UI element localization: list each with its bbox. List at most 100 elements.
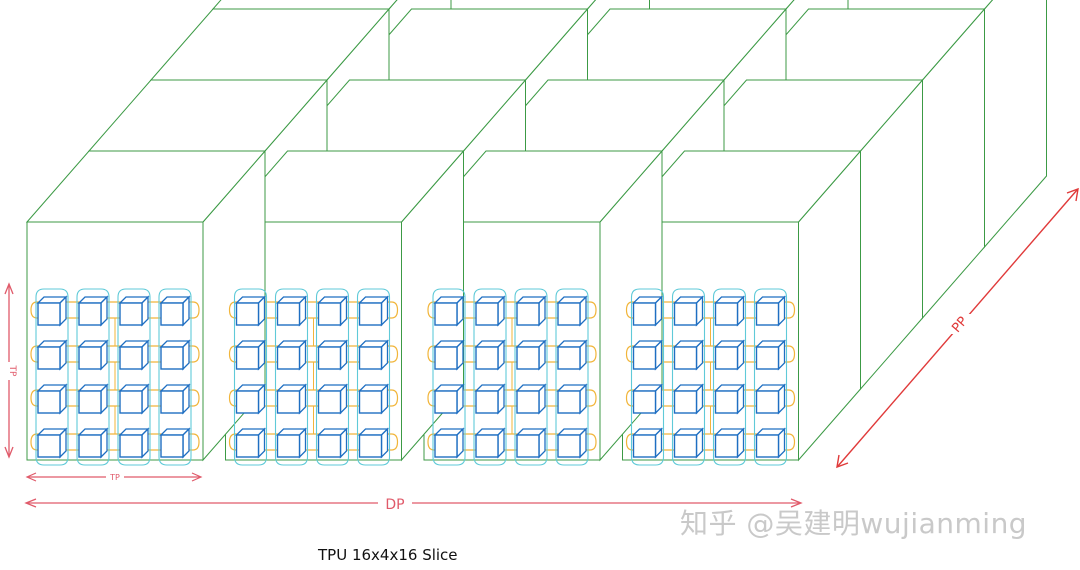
chip-front-face xyxy=(160,390,184,414)
chip-front-face xyxy=(160,434,184,458)
chip-front-face xyxy=(632,302,657,326)
chip-side-face xyxy=(538,427,546,459)
chip-side-face xyxy=(141,383,149,415)
chip-front-face xyxy=(714,434,739,458)
tp-vertical-ring xyxy=(630,288,665,466)
tpu-chip xyxy=(159,383,191,415)
tpu-chip xyxy=(357,295,390,327)
tp-horizontal-ring xyxy=(30,345,200,363)
tp-horizontal-rings xyxy=(30,301,796,451)
chip-front-face xyxy=(434,390,458,414)
tp-horizontal-ring xyxy=(427,345,597,363)
tpu-chip xyxy=(159,427,191,459)
tpu-chip xyxy=(433,295,465,327)
chip-front-face xyxy=(557,434,581,458)
chip-front-face xyxy=(276,302,301,326)
tp-vertical-ring xyxy=(233,288,268,466)
chip-side-face xyxy=(695,383,704,415)
tpu-chip xyxy=(515,383,547,415)
tp-vertical-ring xyxy=(432,288,466,466)
chip-side-face xyxy=(141,427,149,459)
tpu-chip xyxy=(754,427,787,459)
chip-front-face xyxy=(557,390,581,414)
tpu-chip xyxy=(631,295,664,327)
tpu-chip xyxy=(713,339,746,371)
tp-vertical-ring xyxy=(753,288,788,466)
chip-side-face xyxy=(100,295,108,327)
tpu-chip xyxy=(118,427,150,459)
tpu-chip xyxy=(275,427,308,459)
chip-front-face xyxy=(755,434,780,458)
tpu-chip-grid xyxy=(36,295,787,459)
tpu-chip xyxy=(713,383,746,415)
tpu-chip xyxy=(316,339,349,371)
chip-front-face xyxy=(317,302,342,326)
chip-front-face xyxy=(317,390,342,414)
tpu-chip xyxy=(234,339,267,371)
tpu-chip xyxy=(474,339,506,371)
chip-front-face xyxy=(160,302,184,326)
tp-vertical-arrow-head-bottom xyxy=(4,446,14,459)
chip-side-face xyxy=(339,339,348,371)
tpu-chip xyxy=(631,339,664,371)
chip-side-face xyxy=(380,383,389,415)
chip-side-face xyxy=(654,383,663,415)
tpu-chip xyxy=(631,383,664,415)
tp-horizontal-arrow-head-left xyxy=(25,472,37,482)
chip-side-face xyxy=(182,295,190,327)
chip-front-face xyxy=(632,390,657,414)
tpu-chip xyxy=(36,339,68,371)
chip-side-face xyxy=(257,427,266,459)
tp-horizontal-ring xyxy=(625,433,796,451)
chip-front-face xyxy=(673,390,698,414)
chip-front-face xyxy=(276,346,301,370)
tpu-chip xyxy=(515,295,547,327)
tp-horizontal-ring xyxy=(30,389,200,407)
chip-side-face xyxy=(182,427,190,459)
chip-front-face xyxy=(673,346,698,370)
chip-front-face xyxy=(37,302,61,326)
tp-vertical-ring xyxy=(117,288,151,466)
tpu-chip xyxy=(556,427,588,459)
tpu-chip xyxy=(357,383,390,415)
chip-side-face xyxy=(695,427,704,459)
chip-side-face xyxy=(497,339,505,371)
chip-side-face xyxy=(339,383,348,415)
chip-front-face xyxy=(317,346,342,370)
tpu-chip xyxy=(357,427,390,459)
tpu-chip xyxy=(234,427,267,459)
chip-side-face xyxy=(579,383,587,415)
tpu-chip xyxy=(275,339,308,371)
chip-side-face xyxy=(257,295,266,327)
chip-front-face xyxy=(160,346,184,370)
tpu-chip xyxy=(118,295,150,327)
tp-vertical-label: TP xyxy=(7,365,17,377)
chip-front-face xyxy=(235,346,260,370)
chip-side-face xyxy=(456,339,464,371)
chip-side-face xyxy=(298,427,307,459)
chip-front-face xyxy=(78,346,102,370)
chip-front-face xyxy=(673,302,698,326)
chip-side-face xyxy=(695,339,704,371)
chip-side-face xyxy=(100,383,108,415)
tp-horizontal-arrow-head-right xyxy=(191,472,203,482)
chip-front-face xyxy=(516,346,540,370)
tp-horizontal-ring xyxy=(427,301,597,319)
tpu-chip xyxy=(275,383,308,415)
chip-side-face xyxy=(497,427,505,459)
tp-vertical-label-bg xyxy=(1,362,17,380)
tpu-chip xyxy=(713,295,746,327)
chip-front-face xyxy=(78,390,102,414)
tpu-chip xyxy=(433,383,465,415)
chip-side-face xyxy=(695,295,704,327)
chip-side-face xyxy=(654,339,663,371)
chip-front-face xyxy=(317,434,342,458)
tpu-chip xyxy=(433,427,465,459)
tpu-chip xyxy=(474,383,506,415)
chip-side-face xyxy=(141,295,149,327)
chip-side-face xyxy=(736,383,745,415)
chip-front-face xyxy=(516,390,540,414)
slice-caption: TPU 16x4x16 Slice xyxy=(318,546,458,564)
chip-side-face xyxy=(456,427,464,459)
tp-horizontal-ring xyxy=(228,345,399,363)
